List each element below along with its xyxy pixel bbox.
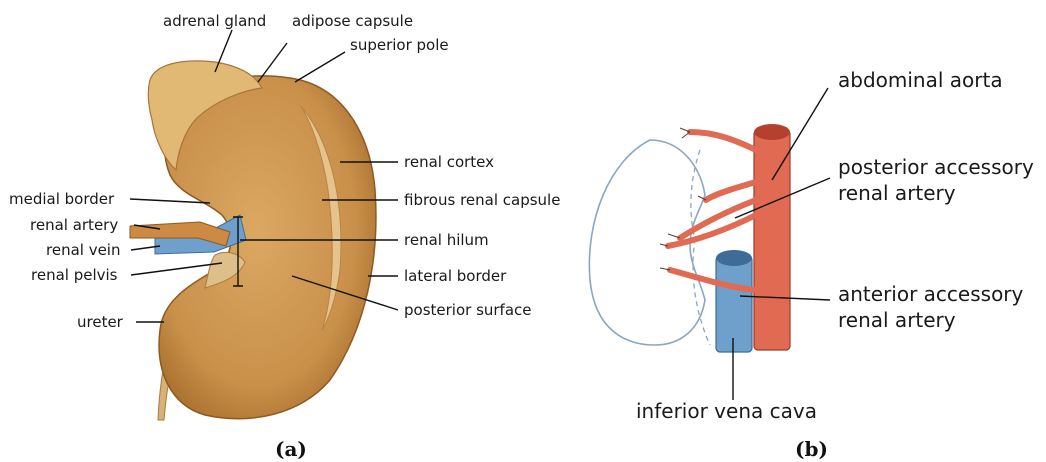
abdominal-aorta-shape [754,130,790,350]
panel-b-vessels-illustration [589,124,790,352]
label-lateral-border: lateral border [404,267,507,285]
label-adipose-capsule: adipose capsule [292,12,413,30]
label-anterior-accessory-line1: anterior accessory [838,282,1024,306]
aorta-top [754,124,790,140]
ivc-top [716,250,752,266]
label-posterior-surface: posterior surface [404,301,532,319]
label-medial-border: medial border [9,190,115,208]
label-posterior-accessory-line1: posterior accessory [838,155,1034,179]
inferior-vena-cava-shape [716,256,752,352]
label-superior-pole: superior pole [350,36,449,54]
label-fibrous-renal-capsule: fibrous renal capsule [404,191,560,209]
label-posterior-accessory-line2: renal artery [838,181,956,205]
label-adrenal-gland: adrenal gland [163,12,266,30]
label-renal-artery: renal artery [30,216,118,234]
label-renal-cortex: renal cortex [404,153,494,171]
panel-b-labels: abdominal aorta posterior accessory rena… [636,68,1034,461]
label-anterior-accessory-line2: renal artery [838,308,956,332]
label-renal-hilum: renal hilum [404,231,489,249]
label-renal-vein: renal vein [46,241,120,259]
caption-b: (b) [795,437,828,461]
label-inferior-vena-cava: inferior vena cava [636,399,817,423]
label-abdominal-aorta: abdominal aorta [838,68,1003,92]
label-ureter: ureter [77,313,124,331]
caption-a: (a) [275,437,307,461]
label-renal-pelvis: renal pelvis [31,266,118,284]
